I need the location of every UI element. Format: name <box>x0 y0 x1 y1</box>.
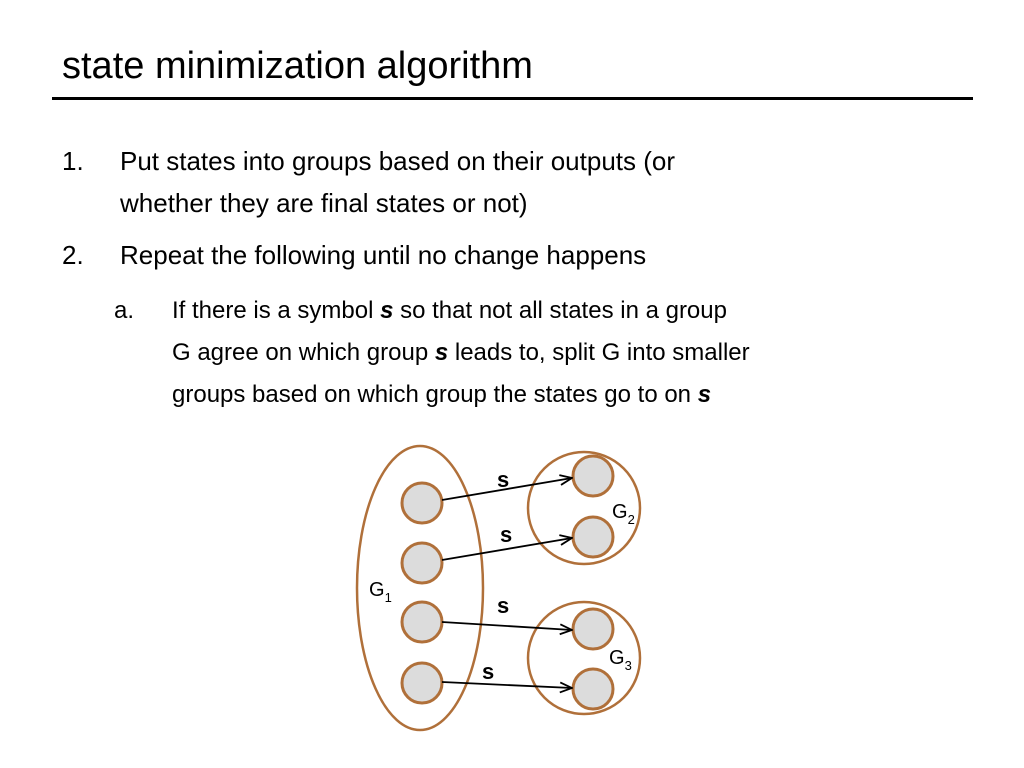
sub-item-a-line-2-post: leads to, split G into smaller <box>448 339 750 366</box>
group-g3-state-2 <box>571 667 615 711</box>
sub-item-a-text: If there is a symbol s so that not all s… <box>172 290 750 416</box>
sub-item-a-line-2: G agree on which group s leads to, split… <box>172 332 750 374</box>
transition-arrow <box>441 681 572 688</box>
sub-item-a-line-3: groups based on which group the states g… <box>172 374 750 416</box>
group-g3-outline <box>526 600 642 716</box>
list-item-1-line-2: whether they are final states or not) <box>120 188 528 218</box>
transition-arrow <box>441 478 572 501</box>
sub-item-a-line-3-pre: groups based on which group the states g… <box>172 381 698 408</box>
group-g1-state-1 <box>400 481 444 525</box>
symbol-s: s <box>380 297 394 324</box>
sub-item-a-line-1-post: so that not all states in a group <box>393 297 727 324</box>
group-g1-outline <box>355 444 485 732</box>
group-g2-outline <box>526 450 642 566</box>
group-g2-label: G2 <box>612 501 635 527</box>
transition-label: s <box>482 659 494 684</box>
group-g1-label: G1 <box>369 579 392 605</box>
group-g1-state-2 <box>400 541 444 585</box>
transition-label: s <box>497 467 509 492</box>
sub-item-a-line-1: If there is a symbol s so that not all s… <box>172 290 750 332</box>
group-g3-state-1 <box>571 607 615 651</box>
symbol-s: s <box>697 381 712 408</box>
list-item-1-text: Put states into groups based on their ou… <box>120 140 675 224</box>
sub-item-a-number: a. <box>114 297 135 324</box>
transition-label: s <box>500 522 512 547</box>
transition-arrow <box>441 538 572 561</box>
group-g2-state-2 <box>571 515 615 559</box>
list-item-2-text: Repeat the following until no change hap… <box>120 234 646 276</box>
slide-title: state minimization algorithm <box>62 45 533 87</box>
group-g1-state-4 <box>400 661 444 705</box>
group-g3-label: G3 <box>609 647 632 673</box>
title-underline <box>52 97 973 100</box>
group-g1-state-3 <box>400 600 444 644</box>
transition-label: s <box>497 593 509 618</box>
group-g2-state-1 <box>571 454 615 498</box>
list-item-1-number: 1. <box>62 146 84 176</box>
symbol-s: s <box>434 339 449 366</box>
sub-item-a-line-2-pre: G agree on which group <box>172 339 435 366</box>
sub-item-a-line-1-pre: If there is a symbol <box>172 297 381 324</box>
list-item-2-number: 2. <box>62 240 84 270</box>
transition-arrow <box>441 621 572 630</box>
list-item-1-line-1: Put states into groups based on their ou… <box>120 146 676 176</box>
list-item-2-line-1: Repeat the following until no change hap… <box>120 240 647 270</box>
